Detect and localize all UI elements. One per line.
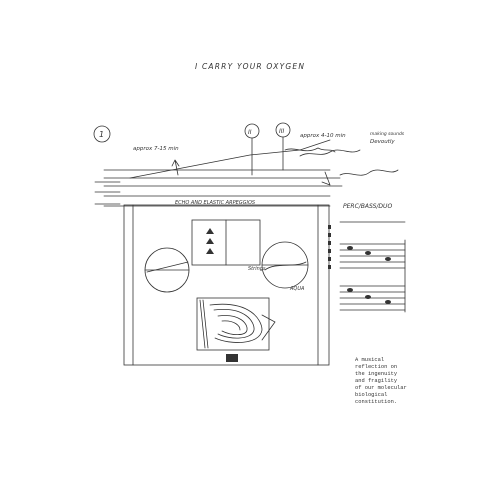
tempo-right: approx 4-10 min <box>300 133 346 139</box>
label-middle: ECHO AND ELASTIC ARPEGGIOS <box>175 200 256 206</box>
label-right: PERC/BASS/DUO <box>343 203 392 210</box>
marker-circle-1 <box>93 125 111 143</box>
tempo-left: approx 7-15 min <box>133 146 179 152</box>
label-bottom: AQUA <box>289 286 305 292</box>
number-bottom: 3 <box>229 356 233 363</box>
piece-title: I CARRY YOUR OXYGEN <box>195 62 306 71</box>
label-top-right: Devoutly <box>370 139 395 145</box>
marker-label-1: 1 <box>99 130 104 139</box>
description-text: A musical reflection on the ingenuity an… <box>355 357 407 405</box>
strings-label: Strings <box>248 266 266 272</box>
marker-label-3: III <box>279 128 285 135</box>
sketch-frame <box>123 204 330 366</box>
marker-label-2: II <box>248 129 252 136</box>
label-top-right-small: making sounds <box>370 131 405 137</box>
